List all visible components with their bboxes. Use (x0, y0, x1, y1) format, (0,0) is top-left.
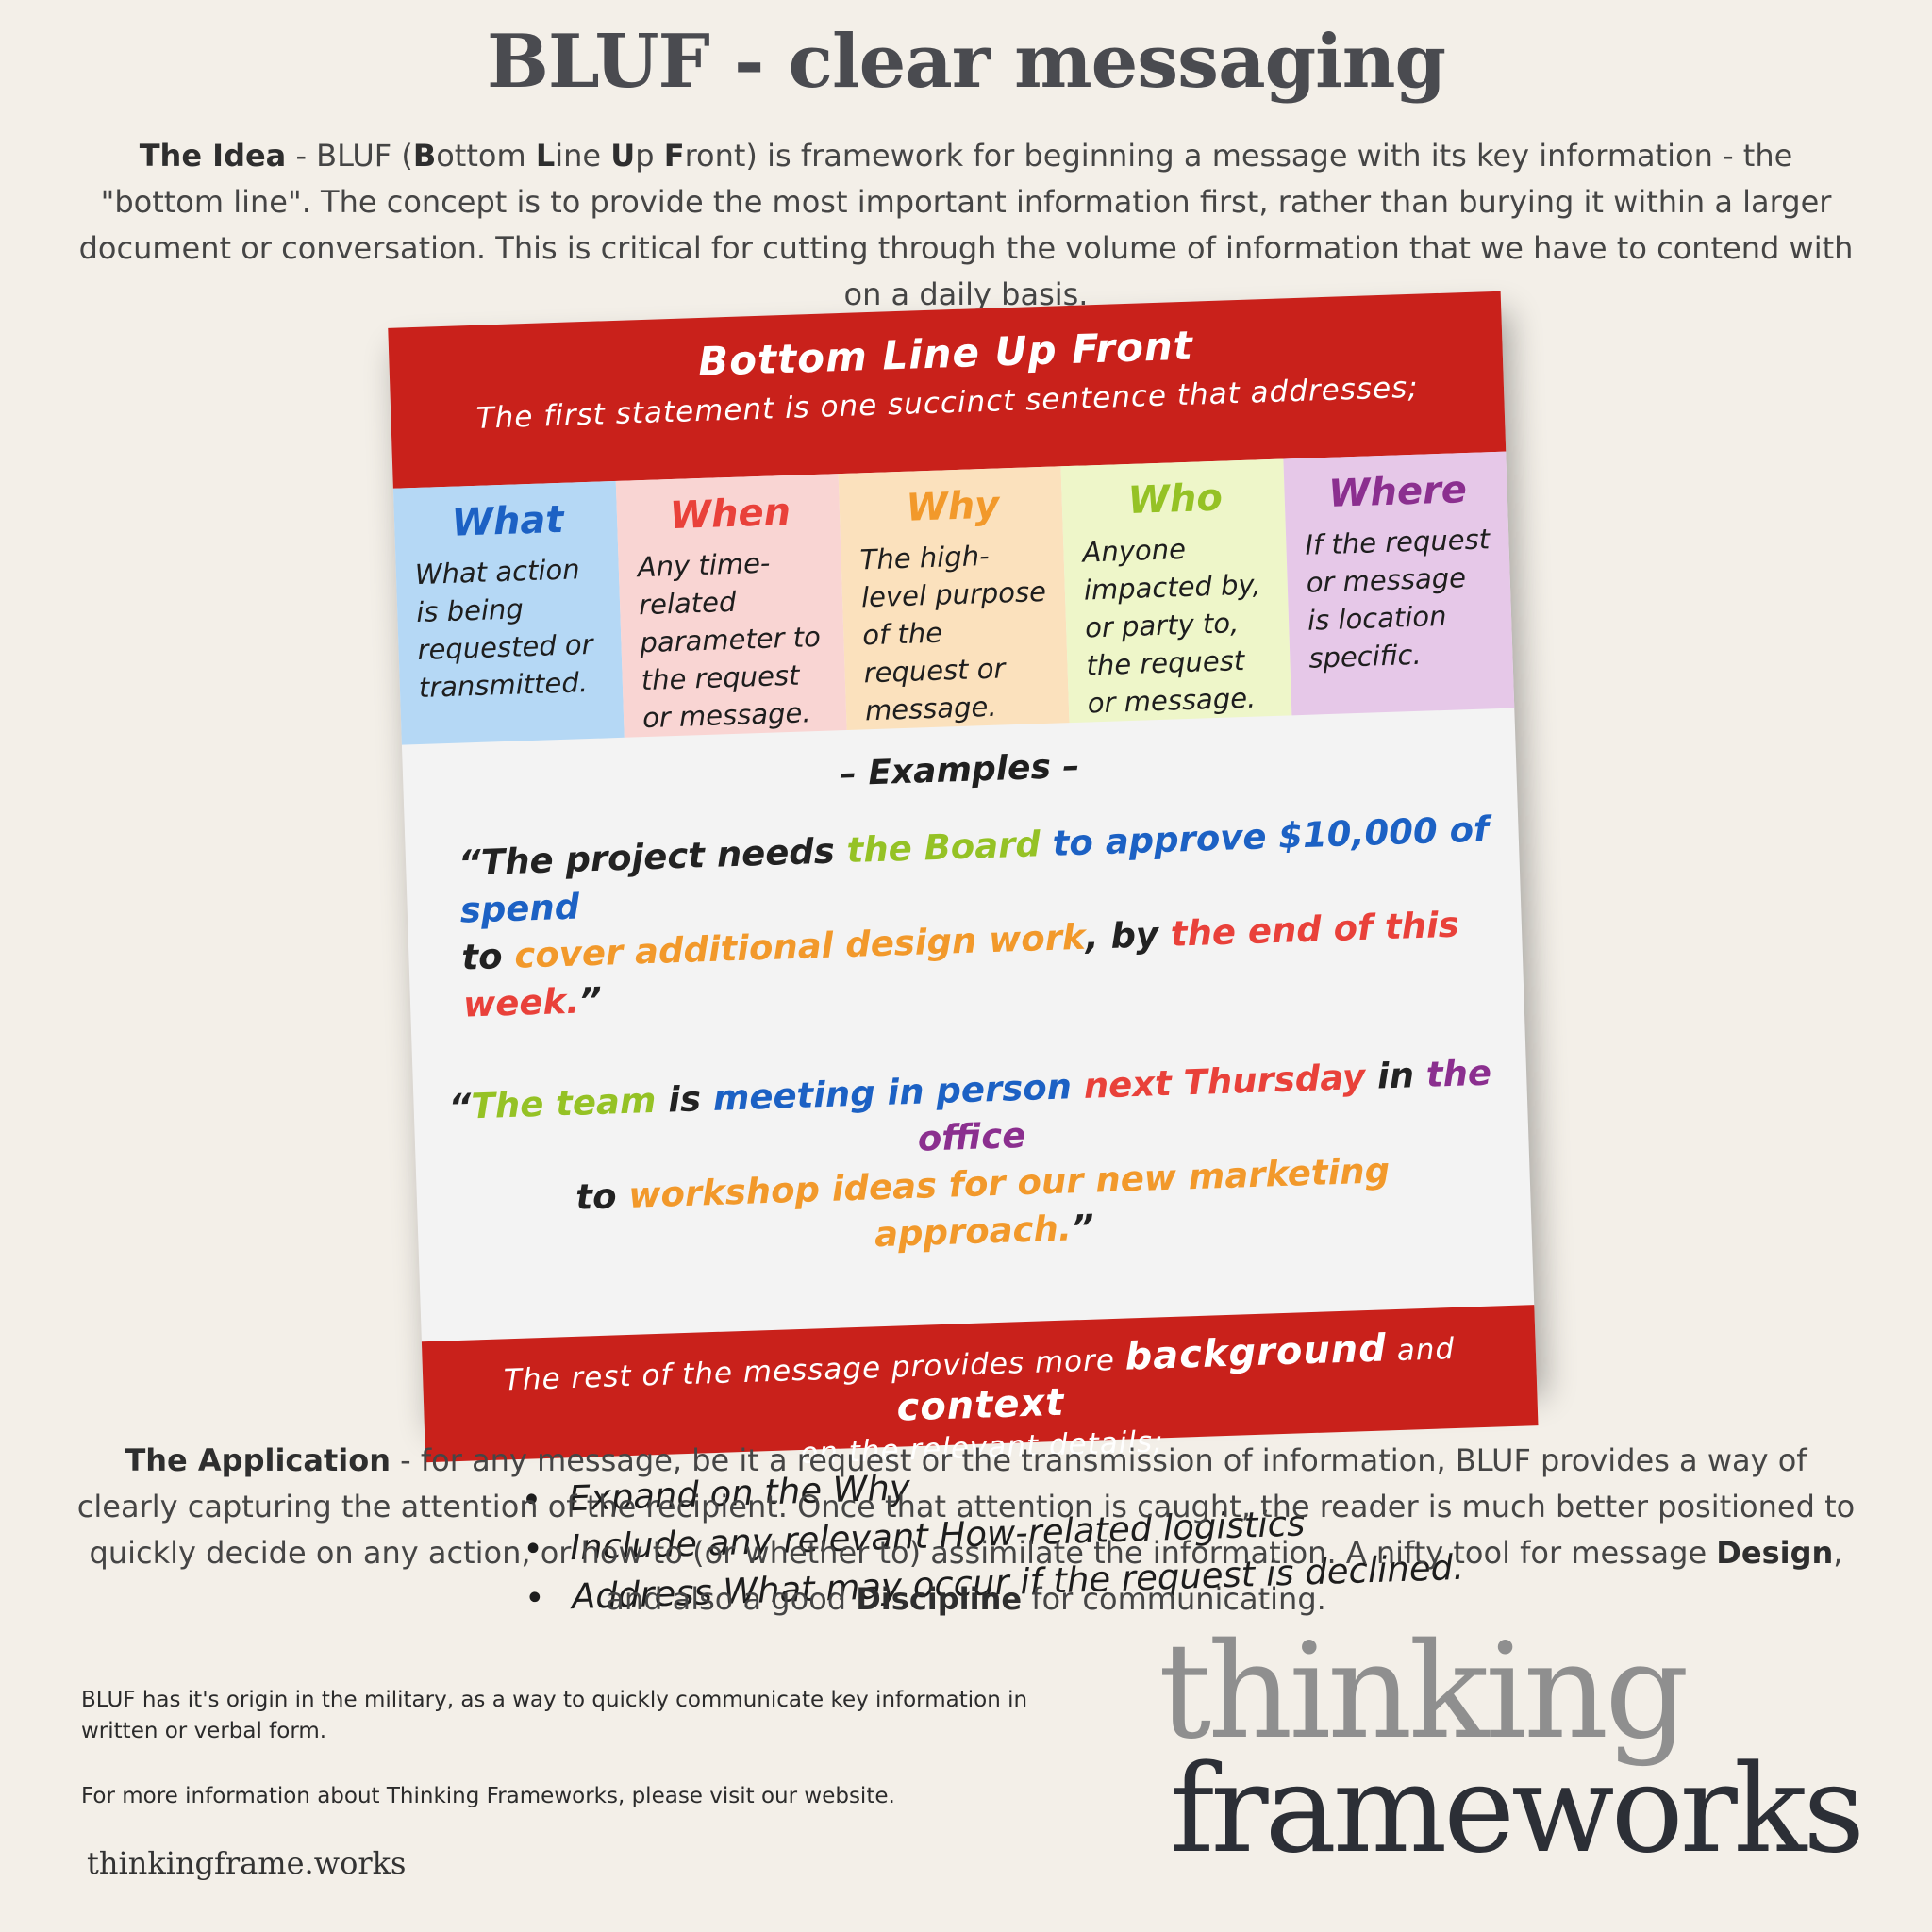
bluf-card-wrapper: Bottom Line Up Front The first statement… (388, 291, 1539, 1617)
acronym-letter-f: F (663, 138, 685, 174)
bottom-banner-background: background (1124, 1326, 1388, 1379)
column-where-heading: Where (1327, 468, 1468, 516)
acronym-letter-b: B (412, 138, 437, 174)
application-paragraph: The Application - for any message, be it… (75, 1438, 1857, 1623)
bottom-banner-and: and (1386, 1331, 1456, 1369)
column-who-body: Anyone impacted by, or party to, the req… (1081, 532, 1262, 720)
column-why-heading: Why (905, 483, 1000, 530)
column-when-body: Any time-related parameter to the reques… (637, 546, 822, 735)
column-when: When Any time-related parameter to the r… (615, 474, 847, 738)
origin-note: BLUF has it's origin in the military, as… (81, 1688, 1028, 1743)
bottom-banner-context: context (895, 1380, 1066, 1430)
thinking-frameworks-logo: thinking frameworks (1158, 1615, 1875, 1880)
page-title: BLUF - clear messaging (486, 19, 1446, 105)
more-info-note: For more information about Thinking Fram… (81, 1784, 895, 1808)
logo-word-frameworks: frameworks (1170, 1740, 1865, 1880)
column-who: Who Anyone impacted by, or party to, the… (1060, 458, 1292, 724)
idea-paragraph: The Idea - BLUF (Bottom Line Up Front) i… (75, 133, 1857, 318)
column-where: Where If the request or message is locat… (1283, 451, 1515, 716)
acronym-rest-ront: ront (684, 138, 746, 174)
example-quote-2: “The team is meeting in person next Thur… (413, 1048, 1532, 1274)
acronym-letter-l: L (535, 138, 556, 174)
application-design: Design (1716, 1535, 1834, 1571)
acronym-rest-p: p (635, 138, 664, 174)
example-2-when: next Thursday (1071, 1056, 1366, 1108)
example-2-line2-start: to (575, 1174, 630, 1218)
column-what-heading: What (451, 497, 565, 545)
application-label: The Application (125, 1442, 391, 1478)
website-link[interactable]: thinkingframe.works (87, 1845, 407, 1881)
column-who-heading: Who (1126, 475, 1224, 523)
example-2-close: ” (1071, 1207, 1095, 1249)
example-1-line2-start: to (460, 935, 516, 978)
application-text-1: - for any message, be it a request or th… (76, 1442, 1856, 1571)
example-2-is: is (655, 1077, 714, 1121)
column-where-body: If the request or message is location sp… (1304, 523, 1491, 675)
idea-label: The Idea (139, 138, 287, 174)
application-discipline: Discipline (856, 1581, 1023, 1617)
column-what: What What action is being requested or t… (392, 480, 625, 745)
column-what-body: What action is being requested or transm… (414, 553, 594, 704)
logo-word-thinking: thinking (1158, 1615, 1690, 1769)
example-2-in: in (1364, 1054, 1427, 1097)
example-1-close: ” (578, 979, 603, 1022)
five-w-columns: What What action is being requested or t… (392, 451, 1515, 745)
example-quote-1: “The project needs the Board to approve … (405, 805, 1524, 1030)
idea-text-pre: - BLUF ( (286, 138, 413, 174)
example-2-who: The team (470, 1079, 658, 1127)
example-1-open: “The project needs (458, 830, 848, 884)
acronym-rest-ottom: ottom (436, 138, 536, 174)
idea-text-post: ) is framework for beginning a message w… (78, 138, 1854, 312)
acronym-rest-ine: ine (555, 138, 611, 174)
example-2-what: meeting in person (712, 1066, 1073, 1119)
bluf-card: Bottom Line Up Front The first statement… (388, 291, 1539, 1617)
acronym-letter-u: U (610, 138, 636, 174)
application-text-3: for communicating. (1022, 1581, 1326, 1617)
column-when-heading: When (669, 490, 791, 539)
column-why-body: The high-level purpose of the request or… (859, 539, 1047, 727)
example-1-mid: , by (1084, 913, 1172, 958)
example-1-who: the Board (845, 824, 1041, 872)
examples-label: – Examples – (839, 746, 1081, 794)
application-text-2: , and also a good (606, 1535, 1843, 1617)
column-why: Why The high-level purpose of the reques… (838, 466, 1070, 730)
example-2-open: “ (448, 1086, 473, 1128)
